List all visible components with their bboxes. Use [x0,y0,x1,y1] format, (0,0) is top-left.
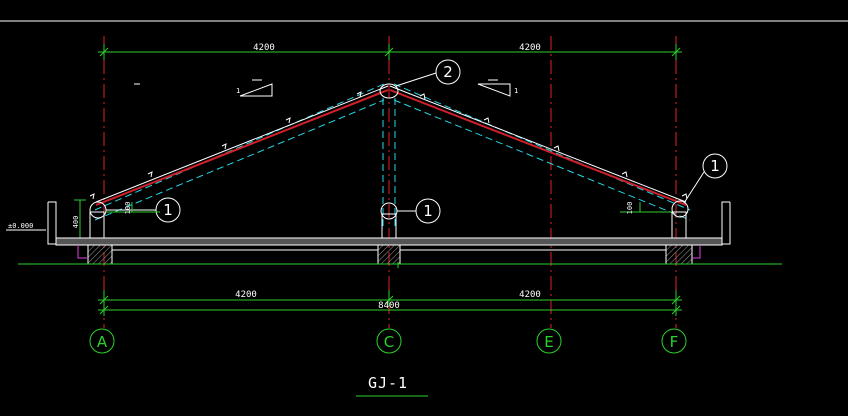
leader-lines [106,72,705,212]
right-detail-circle [671,200,689,218]
left-offset-dimension: 100 [124,202,132,215]
axis-bubble-a [89,328,115,354]
slope-symbol-right [477,79,511,97]
support-offset-dims [74,199,676,239]
height-dimension: 400 [72,216,80,229]
bubble-mid [415,198,441,224]
axis-label-f: F [670,333,679,351]
total-dimension: 8400 [378,301,400,311]
right-offset-dimension: 100 [626,202,634,215]
foundation-blocks [87,244,693,265]
bubble-left [155,197,181,223]
bubble-peak-label: 2 [443,63,453,81]
top-dimension-line [98,44,682,60]
axis-bubble-e [536,328,562,354]
bottom-dimension-lines [98,290,682,316]
bubble-left-label: 1 [163,201,173,219]
axis-label-e: E [544,333,553,351]
slope-label-right: 1 [514,87,518,95]
drawing-title: GJ-1 [368,374,408,392]
axis-label-a: A [97,333,108,351]
bubble-right [702,153,728,179]
top-dimension-right: 4200 [519,43,541,53]
bubble-mid-label: 1 [423,202,433,220]
purlin-marks [89,91,688,200]
waterproof-accent [77,245,701,259]
bubble-peak [435,59,461,85]
bottom-dimension-right: 4200 [519,290,541,300]
bubble-right-label: 1 [710,157,720,175]
axis-bubble-f [661,328,687,354]
reference-bubbles [155,59,728,224]
bottom-dimension-left: 4200 [235,290,257,300]
slope-symbol-left [239,79,273,97]
support-columns [89,211,687,239]
rafter-main-line [95,89,687,206]
side-note: ±0.000 [8,222,33,230]
axis-label-c: C [384,333,394,351]
axis-bubbles [89,328,687,354]
rafter-dashed-outline [94,83,691,230]
floor-slab [55,237,723,246]
rafter-edge-line [95,85,687,203]
axis-bubble-c [376,328,402,354]
top-dimension-left: 4200 [253,43,275,53]
slope-label-left: 1 [236,87,240,95]
peak-detail-circle [379,83,399,99]
axis-center-lines [103,36,677,328]
